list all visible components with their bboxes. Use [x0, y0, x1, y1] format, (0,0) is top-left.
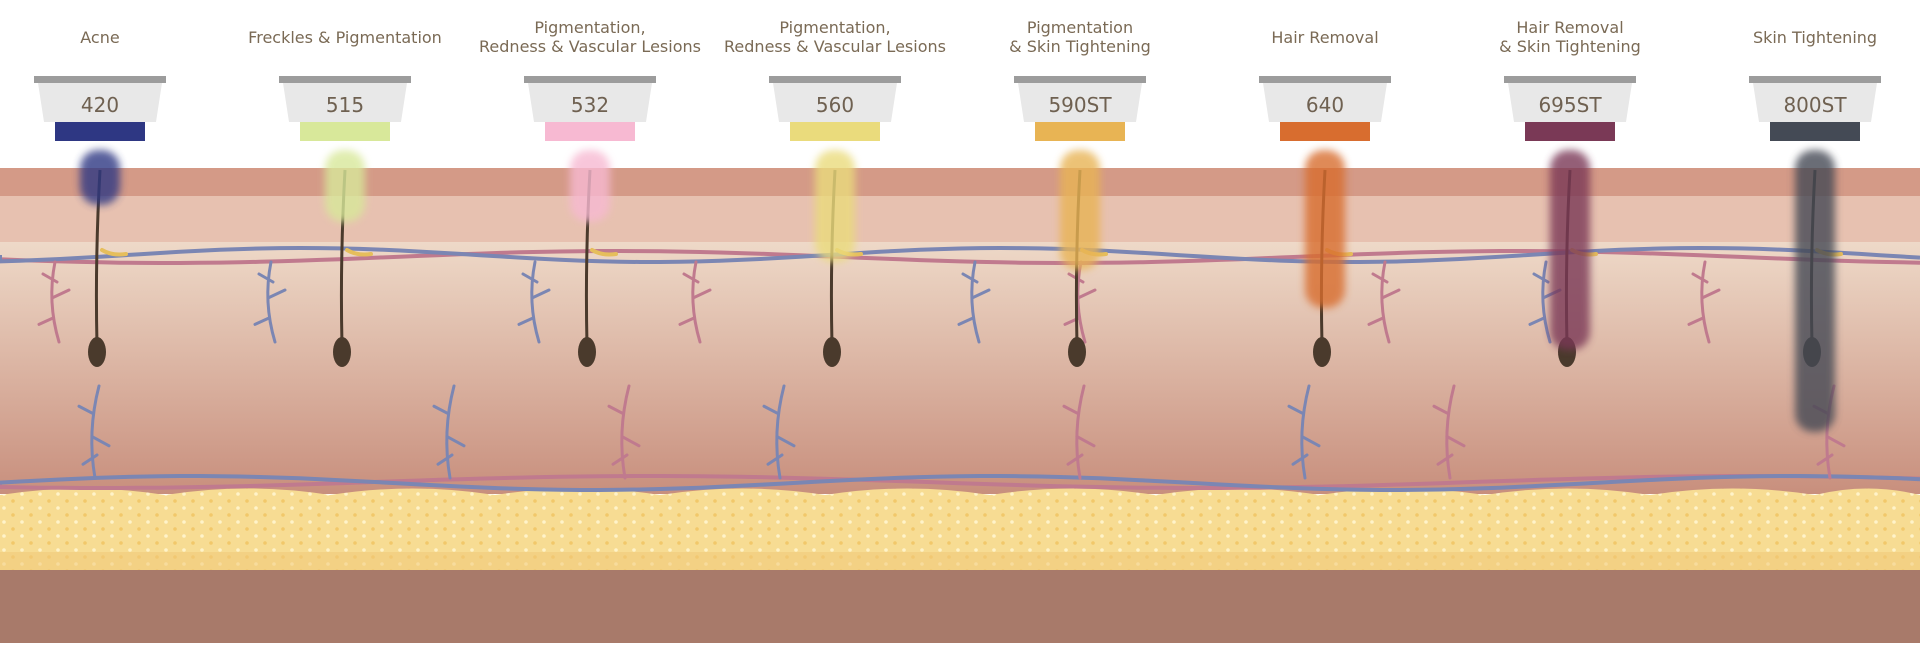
filter-label: Hair Removal [1271, 28, 1379, 47]
handpiece-body [528, 83, 652, 122]
sebaceous-gland [345, 248, 373, 257]
light-beam-560 [815, 150, 855, 262]
filter-label: Hair Removal & Skin Tightening [1499, 18, 1641, 56]
lower-branch-vessel [607, 384, 641, 480]
light-beam-800st [1795, 150, 1835, 432]
hair-bulb [333, 337, 351, 367]
upper-branch-vessel [957, 260, 991, 344]
handpiece-cap [1749, 76, 1881, 83]
filter-wavelength-code: 560 [815, 93, 855, 117]
light-beam-532 [570, 150, 610, 222]
filter-crystal [545, 122, 635, 141]
handpiece-body [773, 83, 897, 122]
handpiece-body [1508, 83, 1632, 122]
lower-branch-vessel [762, 384, 796, 480]
handpiece-body [1263, 83, 1387, 122]
lower-branch-vessel [77, 384, 111, 480]
filter-wavelength-code: 640 [1305, 93, 1345, 117]
handpiece-cap [1259, 76, 1391, 83]
filter-label: Skin Tightening [1752, 28, 1878, 47]
filter-handpieces [34, 76, 1881, 141]
sebaceous-gland [590, 248, 618, 257]
filter-handpiece-695st [1504, 76, 1636, 141]
filter-label: Pigmentation, Redness & Vascular Lesions [724, 18, 946, 56]
filter-crystal [55, 122, 145, 141]
filter-label: Pigmentation, Redness & Vascular Lesions [479, 18, 701, 56]
light-beam-640 [1305, 150, 1345, 308]
filter-wavelength-code: 590ST [1048, 93, 1112, 117]
lower-branch-vessel [1062, 384, 1096, 480]
handpiece-cap [524, 76, 656, 83]
filter-wavelength-code: 800ST [1783, 93, 1847, 117]
hair-bulb [88, 337, 106, 367]
fat-layer [0, 488, 1920, 570]
handpiece-body [1018, 83, 1142, 122]
upper-vein [0, 245, 1920, 264]
upper-branch-vessel [517, 260, 551, 344]
filter-labels: Acne Freckles & Pigmentation Pigmentation,… [0, 0, 1920, 70]
filter-handpiece-420 [34, 76, 166, 141]
filter-crystal [790, 122, 880, 141]
filter-wavelength-code: 515 [325, 93, 365, 117]
filter-handpiece-800st [1749, 76, 1881, 141]
skin-layers [0, 168, 1920, 643]
light-beam-420 [80, 150, 120, 205]
muscle-layer [0, 570, 1920, 643]
dermis-layer [0, 242, 1920, 494]
light-beam-515 [325, 150, 365, 222]
sebaceous-gland [100, 248, 128, 257]
filter-crystal [300, 122, 390, 141]
handpiece-body [283, 83, 407, 122]
upper-branch-vessel [1687, 260, 1721, 344]
handpiece-cap [279, 76, 411, 83]
filter-handpiece-590st [1014, 76, 1146, 141]
upper-branch-vessel [678, 260, 712, 344]
lower-branch-vessel [1432, 384, 1466, 480]
filter-label: Pigmentation & Skin Tightening [1009, 18, 1151, 56]
light-beam-590st [1060, 150, 1100, 270]
filter-wavelength-code: 420 [80, 93, 120, 117]
handpiece-cap [769, 76, 901, 83]
filter-crystal [1035, 122, 1125, 141]
filter-handpiece-532 [524, 76, 656, 141]
upper-branch-vessel [1367, 260, 1401, 344]
blood-vessels [0, 245, 1920, 492]
handpiece-body [1753, 83, 1877, 122]
lower-branch-vessel [432, 384, 466, 480]
filter-crystal [1770, 122, 1860, 141]
upper-branch-vessel [253, 260, 287, 344]
lower-artery [0, 474, 1920, 490]
lower-vein [0, 474, 1920, 492]
filter-handpiece-560 [769, 76, 901, 141]
hair-bulb [1068, 337, 1086, 367]
handpiece-cap [34, 76, 166, 83]
hair-bulb [823, 337, 841, 367]
upper-branch-vessel [37, 260, 71, 344]
filter-wavelength-code: 532 [570, 93, 610, 117]
lower-branch-vessel [1287, 384, 1321, 480]
handpiece-body [38, 83, 162, 122]
filter-handpiece-515 [279, 76, 411, 141]
hair-bulb [578, 337, 596, 367]
upper-dermis-layer [0, 196, 1920, 242]
filter-wavelength-code: 695ST [1538, 93, 1602, 117]
light-beam-695st [1550, 150, 1590, 350]
epidermis-layer [0, 168, 1920, 196]
light-penetration-beams [80, 150, 1835, 432]
handpiece-cap [1504, 76, 1636, 83]
filter-handpiece-640 [1259, 76, 1391, 141]
filter-crystal [1525, 122, 1615, 141]
filter-label: Freckles & Pigmentation [248, 28, 442, 47]
fat-lower-band [0, 552, 1920, 570]
filter-label: Acne [80, 28, 120, 47]
hair-bulb [1313, 337, 1331, 367]
handpiece-cap [1014, 76, 1146, 83]
filter-crystal [1280, 122, 1370, 141]
